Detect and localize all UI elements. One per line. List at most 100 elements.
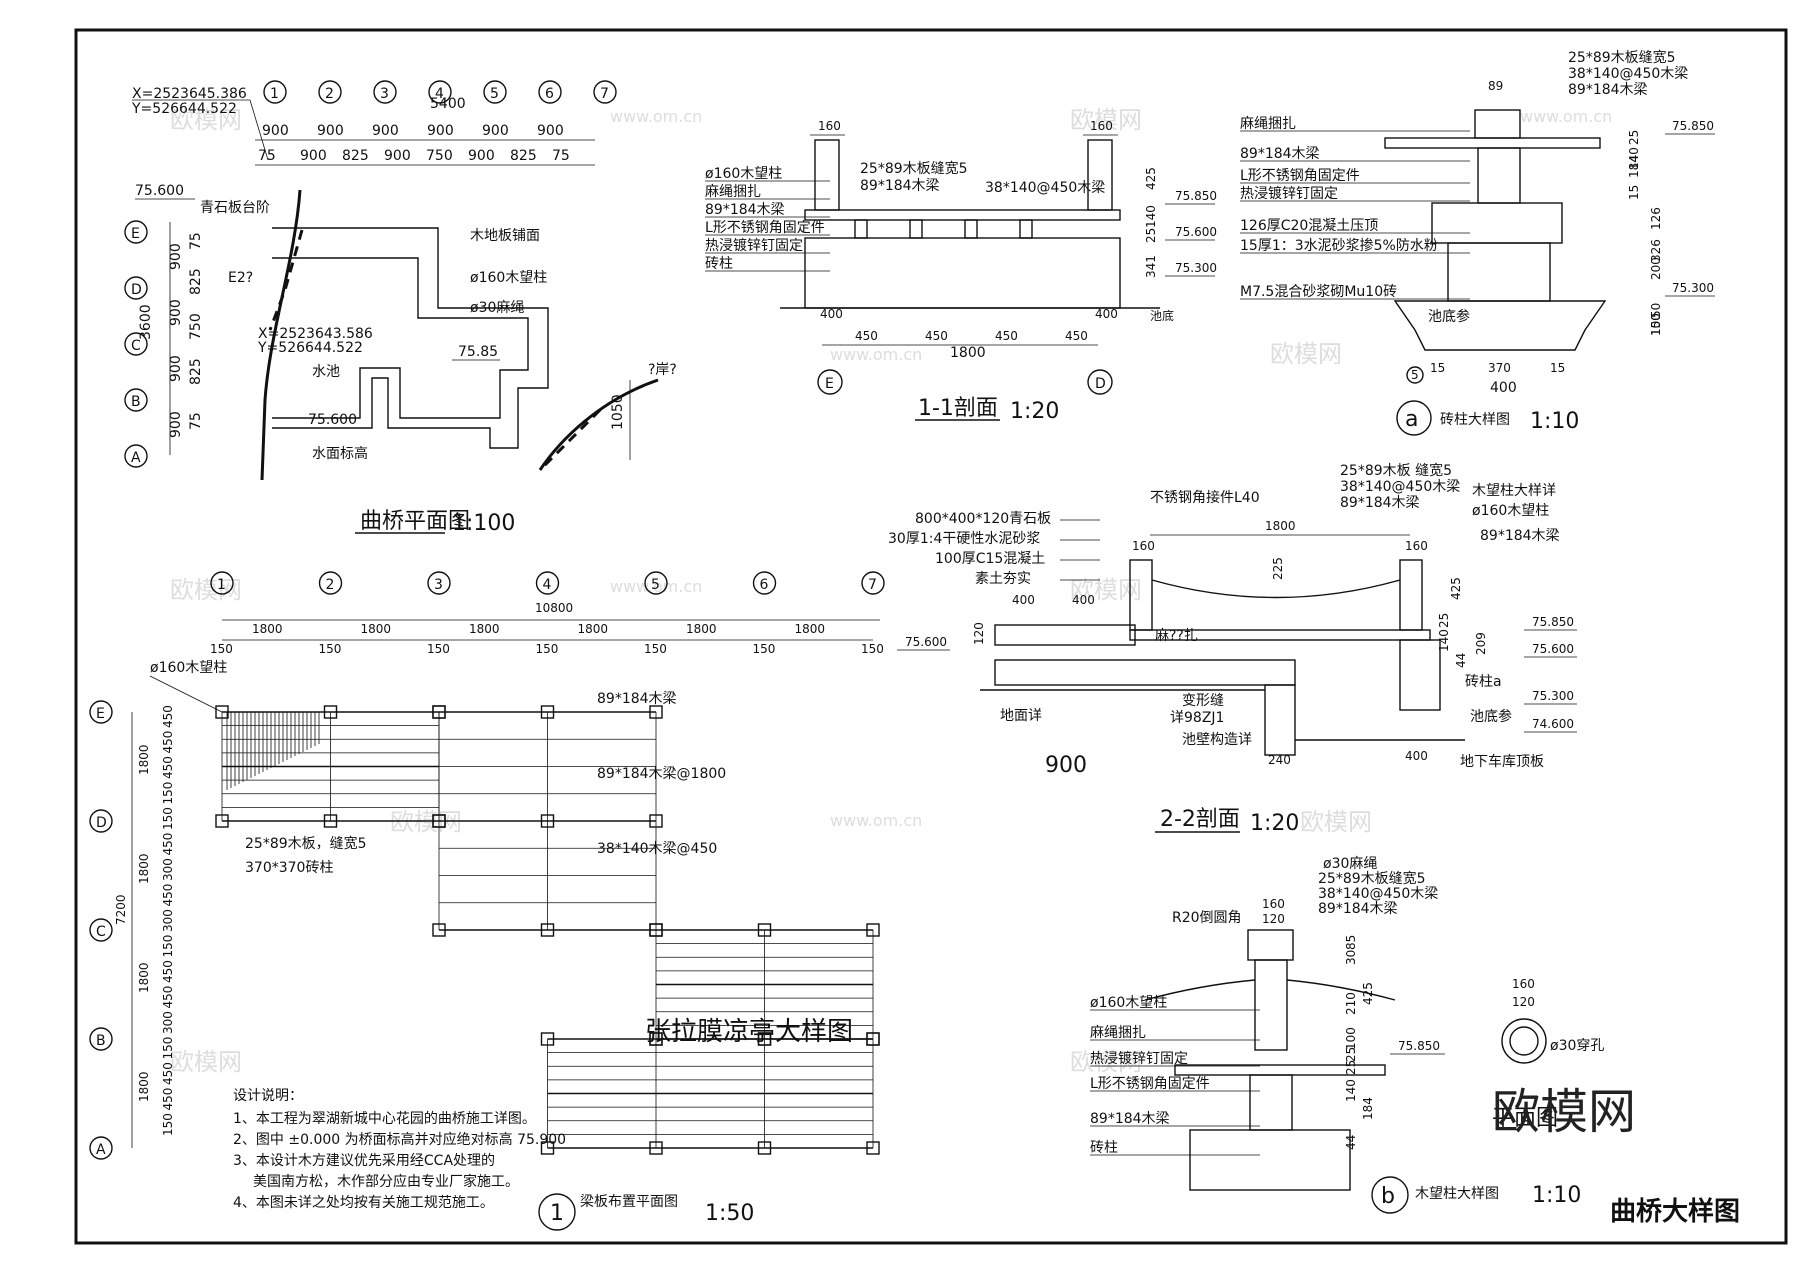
- s2-rope: [1151, 579, 1401, 599]
- s1-top: 25*89木板缝宽5: [860, 160, 968, 177]
- bp-left-small: 150: [161, 1113, 175, 1136]
- s1-dim-bottom: 400: [820, 307, 843, 321]
- db-label: 砖柱: [1090, 1140, 1118, 1156]
- plan-axis-D: D: [131, 282, 142, 298]
- label-shore: ?岸?: [648, 362, 677, 378]
- bp-small: 150: [536, 642, 559, 656]
- s1-dim-bottom: 450: [925, 329, 948, 343]
- plan-dim-left2: 750: [188, 313, 204, 340]
- s2-ref: 详98ZJ1: [1170, 710, 1224, 726]
- coord-x: X=2523645.386: [132, 86, 247, 102]
- s2-top: 38*140@450木梁: [1340, 479, 1460, 495]
- bp-small: 150: [644, 642, 667, 656]
- da-label: 126厚C20混凝土压顶: [1240, 218, 1378, 234]
- bp-axis-A: A: [96, 1142, 106, 1158]
- s2-ref: 砖柱a: [1465, 674, 1502, 690]
- bp-left-small: 450: [161, 1088, 175, 1111]
- da-brick: [1447, 242, 1551, 302]
- s2-left-label: 素土夯实: [975, 571, 1031, 587]
- db-hole-d2: 120: [1512, 995, 1535, 1009]
- s1-axis-d: D: [1095, 376, 1106, 392]
- bp-left-small: 450: [161, 833, 175, 856]
- bp-small: 150: [319, 642, 342, 656]
- bp-axis-E: E: [96, 706, 105, 722]
- bp-label: 89*184木梁: [597, 691, 677, 707]
- da-dim-bottom: 15: [1430, 361, 1445, 375]
- plan-dim-top2: 750: [426, 148, 453, 164]
- plan-dim-left2: 75: [188, 232, 204, 250]
- s2-elev: 75.600: [1532, 642, 1574, 656]
- bp-axis-3-circle: [427, 571, 451, 595]
- db-top-label: ø30麻绳: [1323, 856, 1377, 872]
- note-item: 2、图中 ±0.000 为桥面标高并对应绝对标高 75.900: [233, 1131, 566, 1148]
- s2-dim: 225: [1271, 557, 1285, 580]
- bridge-outline-outer: [272, 227, 549, 449]
- coord-y: Y=526644.522: [131, 101, 237, 117]
- plan-axis-7: 7: [600, 86, 609, 102]
- bp-overlay-title: 张拉膜凉亭大样图: [645, 1017, 853, 1047]
- s2-top: 木望柱大样详: [1472, 483, 1556, 499]
- db-dim: 210: [1344, 992, 1358, 1015]
- da-board: [1384, 137, 1601, 149]
- da-label: M7.5混合砂浆砌Mu10砖: [1240, 284, 1397, 300]
- bp-left-dim: 1800: [137, 744, 151, 775]
- bp-mark: 1: [550, 1201, 564, 1226]
- s2-dim: 160: [1405, 539, 1428, 553]
- logo-text: 欧模网: [1492, 1084, 1636, 1140]
- s1-pool-bottom: 池底: [1150, 308, 1174, 323]
- plan-axis-B: B: [131, 394, 141, 410]
- s1-dim-bottom: 450: [855, 329, 878, 343]
- plan-dim-top2: 825: [510, 148, 537, 164]
- coord2-y: Y=526644.522: [257, 340, 363, 356]
- s1-top: 89*184木梁: [860, 178, 940, 194]
- label-rope: ø30麻绳: [470, 300, 524, 316]
- s2-top: 不锈钢角接件L40: [1150, 489, 1260, 506]
- da-cap: [1431, 202, 1563, 244]
- bp-axis-1-circle: [210, 571, 234, 595]
- s2-deck: [1129, 629, 1431, 641]
- bp-left-small: 150: [161, 935, 175, 958]
- s1-vdim: 425: [1144, 167, 1158, 190]
- plan-dim-left2: 825: [188, 358, 204, 385]
- watermark: 欧模网: [170, 1048, 242, 1076]
- bp-axis-2-circle: [318, 571, 343, 595]
- s1-dim-bottom: 450: [995, 329, 1018, 343]
- s1-axis-e: E: [825, 376, 834, 392]
- s2-pier: [1399, 639, 1441, 711]
- plan-elev-3: 75.600: [308, 412, 357, 428]
- bp-small: 150: [753, 642, 776, 656]
- db-top-label: 89*184木梁: [1318, 901, 1398, 917]
- plan-axis-4: 4: [435, 86, 444, 102]
- bp-label: 370*370砖柱: [245, 860, 333, 876]
- bp-left-small: 450: [161, 756, 175, 779]
- s2-dim: 44: [1454, 653, 1468, 668]
- bp-axis-C-circle: [89, 918, 113, 942]
- s2-wall: [1264, 684, 1296, 756]
- plan-axis-C: C: [131, 338, 141, 354]
- s1-top: 160: [1090, 119, 1113, 133]
- da-dim-top: 89: [1488, 79, 1503, 93]
- bp-axis-1: 1: [217, 577, 226, 593]
- db-post: [1254, 959, 1288, 1051]
- plan-dim-left: 900: [168, 355, 184, 382]
- s2-dim: 160: [1132, 539, 1155, 553]
- s2-title: 2-2剖面: [1160, 807, 1240, 832]
- bp-label: ø160木望柱: [150, 660, 227, 676]
- coord2-x: X=2523643.586: [258, 326, 373, 342]
- db-elev: 75.850: [1398, 1039, 1440, 1053]
- plan-axis-3: 3: [380, 86, 389, 102]
- s2-ref: 麻??扎: [1155, 628, 1198, 644]
- db-dim: 184: [1361, 1097, 1375, 1120]
- da-vdim: 100: [1649, 313, 1663, 336]
- plan-dim-top2: 900: [468, 148, 495, 164]
- plan-dim-left: 900: [168, 411, 184, 438]
- bp-small: 150: [210, 642, 233, 656]
- db-top-label: 25*89木板缝宽5: [1318, 870, 1426, 887]
- s2-ref: 地下车库顶板: [1460, 753, 1544, 770]
- s1-dim-bottom: 450: [1065, 329, 1088, 343]
- s2-paving: [994, 624, 1136, 646]
